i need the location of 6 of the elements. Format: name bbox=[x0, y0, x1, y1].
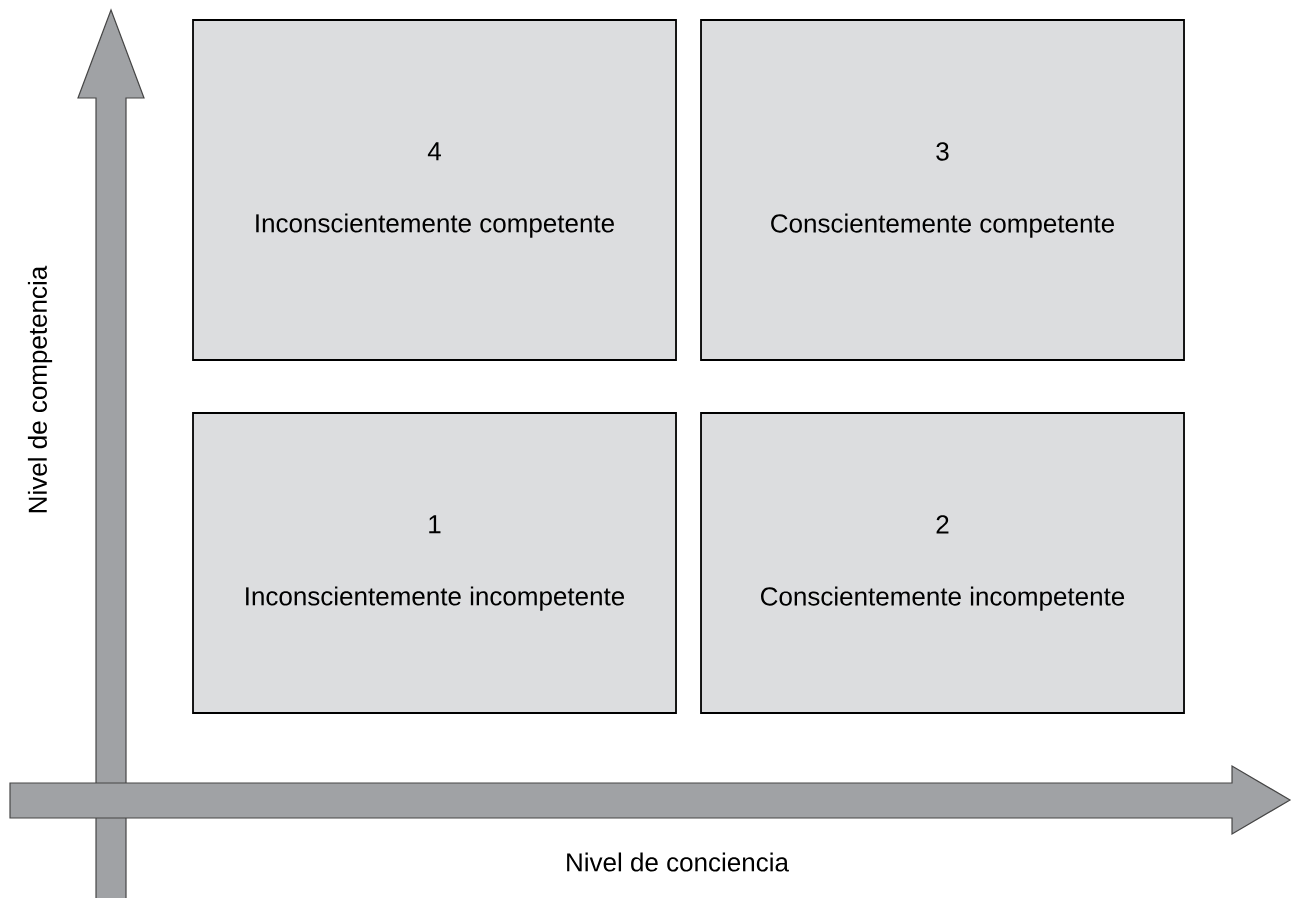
axis-label: Nivel de conciencia bbox=[567, 852, 789, 872]
axis-label: Nivel de competencia bbox=[27, 265, 53, 513]
quadrant-box: 4 Inconscientemente competente bbox=[192, 19, 677, 361]
quadrant-box: 1 Inconscientemente incompetente bbox=[192, 412, 677, 714]
quadrant-box: 3 Conscientemente competente bbox=[700, 19, 1185, 361]
quadrant-box: 2 Conscientemente incompetente bbox=[700, 412, 1185, 714]
